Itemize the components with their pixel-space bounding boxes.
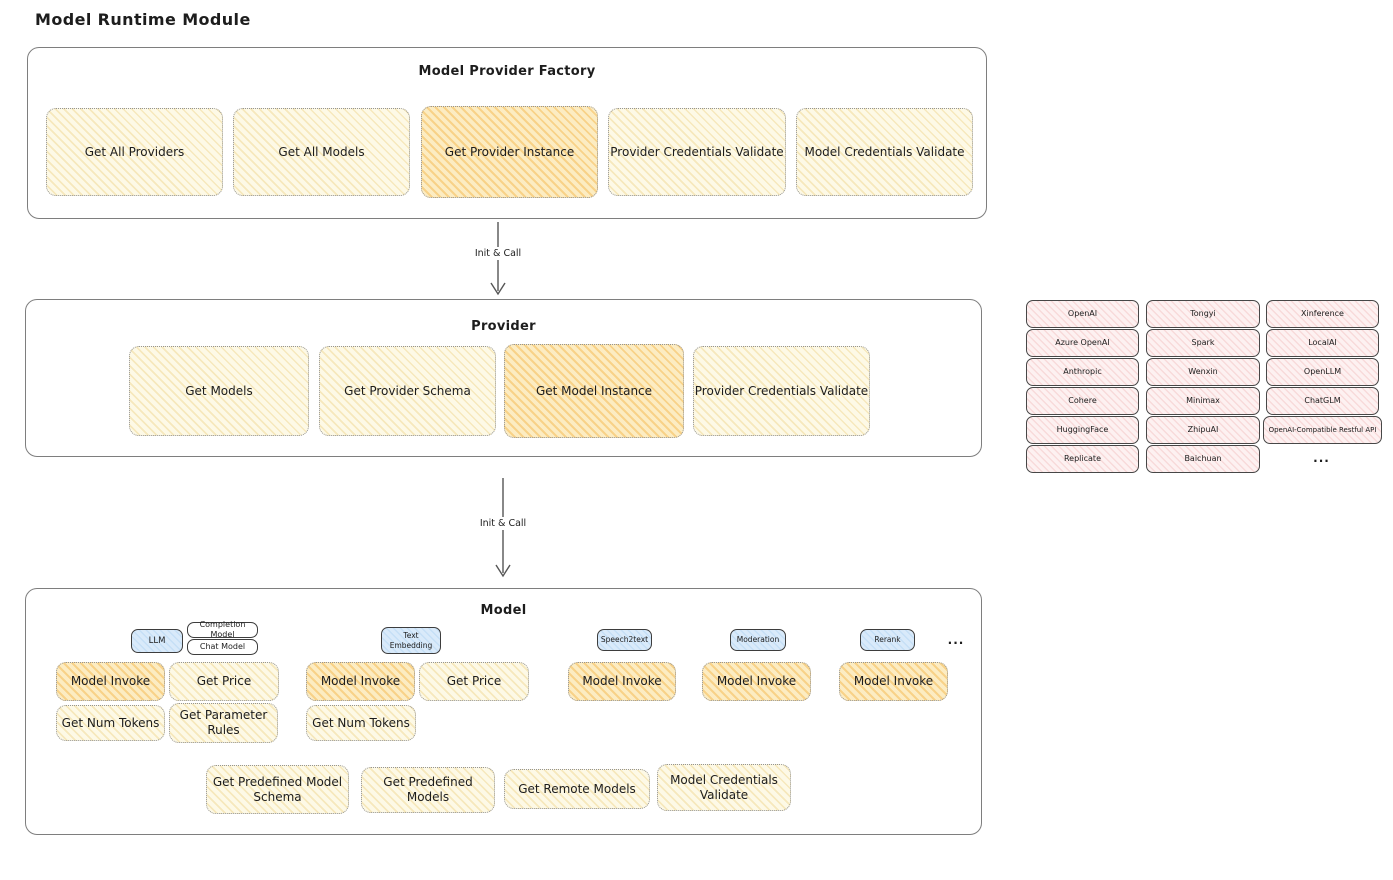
llm-get-num-tokens: Get Num Tokens: [56, 705, 165, 741]
provider-chip: Anthropic: [1026, 358, 1139, 386]
factory-item-model-credentials-validate: Model Credentials Validate: [796, 108, 973, 196]
provider-chip: Spark: [1146, 329, 1260, 357]
model-panel: Model LLM Completion Model Chat Model Te…: [25, 588, 995, 848]
llm-get-parameter-rules: Get Parameter Rules: [169, 703, 278, 743]
arrow-factory-to-provider: Init & Call: [438, 221, 558, 297]
arrow-label-init-call: Init & Call: [475, 517, 531, 530]
provider-chip: OpenLLM: [1266, 358, 1379, 386]
provider-chip: Azure OpenAI: [1026, 329, 1139, 357]
provider-chip: Replicate: [1026, 445, 1139, 473]
text-embedding-get-num-tokens: Get Num Tokens: [306, 705, 416, 741]
tag-rerank: Rerank: [860, 629, 915, 651]
provider-chip: HuggingFace: [1026, 416, 1139, 444]
tag-moderation: Moderation: [730, 629, 786, 651]
provider-chip: Minimax: [1146, 387, 1260, 415]
provider-chip: Xinference: [1266, 300, 1379, 328]
model-get-predefined-models: Get Predefined Models: [361, 767, 495, 813]
provider-panel: Provider Get Models Get Provider Schema …: [25, 299, 995, 470]
provider-item-get-model-instance: Get Model Instance: [504, 344, 684, 438]
provider-chip: Wenxin: [1146, 358, 1260, 386]
provider-chip: Tongyi: [1146, 300, 1260, 328]
tag-completion-model: Completion Model: [187, 620, 258, 639]
llm-get-price: Get Price: [169, 662, 279, 701]
model-get-predefined-model-schema: Get Predefined Model Schema: [206, 765, 349, 814]
factory-item-provider-credentials-validate: Provider Credentials Validate: [608, 108, 786, 196]
llm-model-invoke: Model Invoke: [56, 662, 165, 701]
factory-item-get-all-providers: Get All Providers: [46, 108, 223, 196]
rerank-model-invoke: Model Invoke: [839, 662, 948, 701]
model-get-remote-models: Get Remote Models: [504, 769, 650, 809]
speech2text-model-invoke: Model Invoke: [568, 662, 676, 701]
factory-item-get-all-models: Get All Models: [233, 108, 410, 196]
arrow-provider-to-model: Init & Call: [443, 477, 563, 579]
factory-panel-title: Model Provider Factory: [418, 64, 596, 79]
tag-speech2text: Speech2text: [597, 629, 652, 651]
provider-chip: LocalAI: [1266, 329, 1379, 357]
provider-item-get-provider-schema: Get Provider Schema: [319, 346, 496, 436]
text-embedding-model-invoke: Model Invoke: [306, 662, 415, 701]
model-model-credentials-validate: Model Credentials Validate: [657, 764, 791, 811]
provider-panel-title: Provider: [471, 319, 536, 334]
tag-llm: LLM: [131, 629, 183, 653]
provider-chip-openai-compatible: OpenAI-Compatible Restful API: [1263, 416, 1382, 444]
provider-item-get-models: Get Models: [129, 346, 309, 436]
providers-more-ellipsis: ...: [1313, 450, 1330, 465]
tag-text-embedding: Text Embedding: [381, 627, 441, 654]
provider-chip: Baichuan: [1146, 445, 1260, 473]
arrow-label-init-call: Init & Call: [470, 247, 526, 260]
moderation-model-invoke: Model Invoke: [702, 662, 811, 701]
provider-chip: ChatGLM: [1266, 387, 1379, 415]
model-panel-title: Model: [480, 603, 527, 618]
text-embedding-get-price: Get Price: [419, 662, 529, 701]
page-title: Model Runtime Module: [35, 10, 251, 29]
factory-panel: Model Provider Factory Get All Providers…: [27, 47, 987, 219]
provider-item-provider-credentials-validate: Provider Credentials Validate: [693, 346, 870, 436]
provider-chip: Cohere: [1026, 387, 1139, 415]
provider-chip: OpenAI: [1026, 300, 1139, 328]
tag-chat-model: Chat Model: [187, 639, 258, 655]
factory-item-get-provider-instance: Get Provider Instance: [421, 106, 598, 198]
provider-chip: ZhipuAI: [1146, 416, 1260, 444]
model-tags-more-ellipsis: ...: [947, 632, 965, 647]
